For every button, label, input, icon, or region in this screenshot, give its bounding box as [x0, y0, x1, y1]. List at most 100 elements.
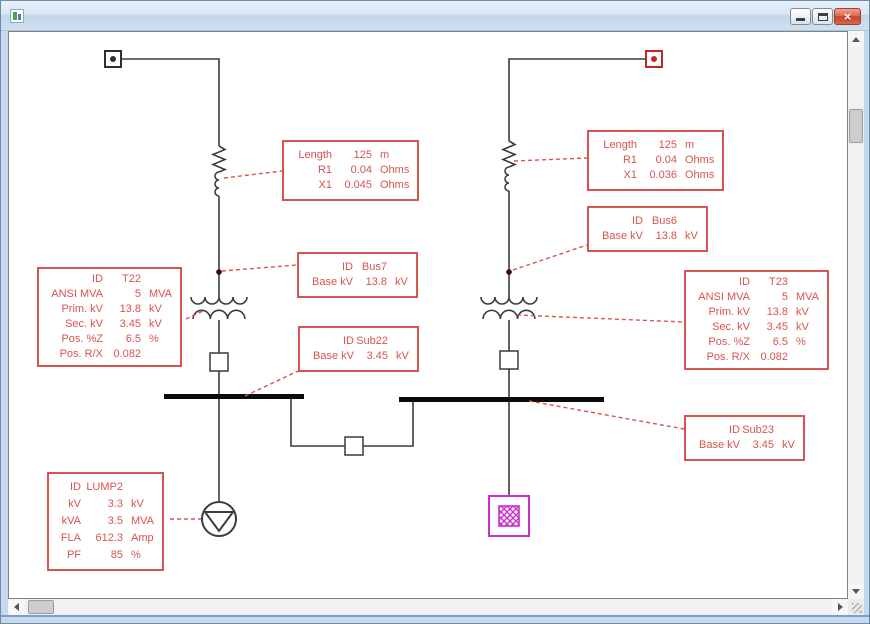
field-label: Base kV	[313, 350, 354, 362]
feeder-line-left	[121, 58, 220, 146]
cable-left[interactable]	[210, 145, 228, 197]
bus-sub23[interactable]	[399, 397, 604, 402]
field-unit	[123, 479, 131, 496]
app-icon[interactable]	[10, 9, 24, 23]
bus-sub22[interactable]	[164, 394, 304, 399]
field-value: 0.045	[344, 179, 372, 191]
fuse-right[interactable]	[499, 350, 519, 370]
field-label: Base kV	[699, 439, 740, 451]
field-value: 125	[353, 149, 372, 161]
maximize-icon	[818, 13, 828, 21]
field-value: 0.082	[760, 351, 788, 363]
field-unit: kV	[149, 318, 162, 330]
field-value: 13.8	[119, 303, 141, 315]
close-button[interactable]: ×	[834, 8, 861, 25]
feeder-line-right	[508, 58, 646, 141]
field-label: ID	[632, 215, 643, 227]
title-bar[interactable]: ×	[1, 1, 869, 31]
field-label: Length	[603, 139, 637, 151]
horizontal-scrollbar[interactable]	[8, 599, 848, 615]
field-value: 13.8	[365, 276, 387, 288]
field-label: ANSI MVA	[698, 291, 750, 303]
field-value: 3.45	[119, 318, 141, 330]
field-unit: m	[380, 149, 390, 161]
field-unit: kV	[395, 276, 408, 288]
field-label: Length	[298, 149, 332, 161]
maximize-button[interactable]	[812, 8, 833, 25]
field-value: 0.04	[655, 154, 677, 166]
field-unit: %	[149, 333, 159, 345]
field-unit: kV	[685, 230, 698, 242]
window-bottom-border	[1, 615, 869, 623]
oneline-svg	[104, 50, 685, 537]
field-label: R1	[622, 154, 637, 166]
field-unit: MVA	[796, 291, 820, 303]
field-unit: Amp	[131, 532, 154, 544]
leader-bus6	[512, 244, 588, 271]
field-unit: MVA	[149, 288, 173, 300]
bus6-node[interactable]	[506, 269, 512, 275]
field-unit	[788, 350, 796, 365]
field-value: 3.5	[107, 515, 123, 527]
leader-sub22	[244, 370, 299, 397]
bus7-node[interactable]	[216, 269, 222, 275]
field-value: T22	[122, 273, 141, 285]
utility-connector-left[interactable]	[104, 50, 122, 68]
field-value: 0.04	[350, 164, 372, 176]
scroll-up-button[interactable]	[848, 31, 864, 47]
field-label: Pos. %Z	[708, 336, 750, 348]
field-unit: kV	[796, 321, 809, 333]
field-label: Base kV	[602, 230, 643, 242]
load-lump2[interactable]	[201, 501, 237, 537]
cable-right[interactable]	[500, 140, 518, 192]
leader-cable-right	[513, 157, 588, 162]
transformer-t23[interactable]	[480, 296, 538, 320]
scroll-right-button[interactable]	[832, 599, 848, 615]
minimize-button[interactable]	[790, 8, 811, 25]
field-label: ID	[342, 261, 353, 273]
scroll-down-button[interactable]	[848, 583, 864, 599]
field-label: Sec. kV	[712, 321, 750, 333]
field-value: T23	[769, 276, 788, 288]
leader-sub23	[528, 400, 685, 430]
load-network-right[interactable]	[488, 495, 530, 537]
field-label: R1	[317, 164, 332, 176]
transformer-t22[interactable]	[190, 296, 248, 320]
vertical-scrollbar[interactable]	[848, 31, 864, 599]
fuse-left[interactable]	[209, 352, 229, 372]
field-label: Base kV	[312, 276, 353, 288]
field-unit	[774, 423, 782, 438]
field-value: 13.8	[766, 306, 788, 318]
field-label: Pos. %Z	[61, 333, 103, 345]
horizontal-scroll-thumb[interactable]	[28, 600, 54, 614]
utility-connector-right[interactable]	[645, 50, 663, 68]
resize-grip[interactable]	[852, 603, 862, 613]
tie-switch[interactable]	[344, 436, 364, 456]
scroll-left-button[interactable]	[8, 599, 24, 615]
vertical-scroll-thumb[interactable]	[849, 109, 863, 143]
field-unit	[677, 214, 685, 229]
field-unit: Ohms	[685, 169, 715, 181]
